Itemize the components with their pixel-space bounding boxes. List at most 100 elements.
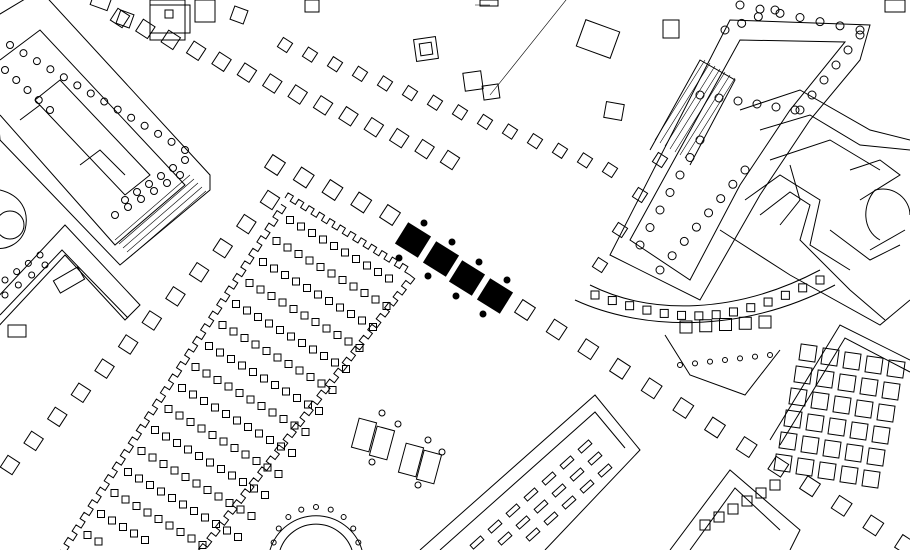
twin-monuments xyxy=(350,409,446,489)
column xyxy=(835,21,845,31)
column xyxy=(704,208,714,218)
exedra-niche xyxy=(780,290,790,300)
column xyxy=(145,180,153,188)
city-block xyxy=(793,365,813,385)
column-square xyxy=(117,334,139,355)
column xyxy=(14,281,22,289)
column-square xyxy=(351,65,369,83)
column xyxy=(24,259,32,267)
forum-pillar xyxy=(316,263,325,271)
market-stall xyxy=(569,467,585,482)
forum-pillar xyxy=(124,468,132,476)
column-square xyxy=(94,358,115,380)
column xyxy=(831,60,841,70)
exedra-niche xyxy=(763,297,773,307)
column-square xyxy=(893,533,910,550)
forum-pillar xyxy=(198,541,207,549)
forum-pillar xyxy=(344,337,353,346)
market-stall xyxy=(497,531,513,546)
column xyxy=(100,97,109,106)
city-block xyxy=(842,351,862,371)
column-square xyxy=(551,142,569,160)
exedra-niche xyxy=(642,305,652,315)
shrine-north xyxy=(149,0,680,122)
column-square xyxy=(513,298,537,322)
hatched-steps-northwest xyxy=(114,174,207,257)
forum-pillar xyxy=(94,537,103,546)
forum-pillar xyxy=(148,453,157,462)
forum-pillar xyxy=(293,394,301,402)
forum-pillar xyxy=(290,421,299,430)
forum-pillar xyxy=(184,445,192,454)
column xyxy=(737,18,747,28)
forum-pillar xyxy=(216,348,224,357)
forum-pillar xyxy=(154,515,163,523)
column-square xyxy=(292,166,315,189)
column xyxy=(32,57,41,66)
forum-pillar xyxy=(301,428,310,436)
column-square xyxy=(276,36,294,54)
column xyxy=(667,251,677,261)
column-square xyxy=(631,186,649,204)
column xyxy=(41,261,49,269)
forum-pillar xyxy=(228,471,236,480)
column xyxy=(34,96,43,104)
column-square xyxy=(758,315,772,329)
forum-pillar xyxy=(262,347,271,355)
forum-pillar xyxy=(197,424,206,433)
forum-pillar xyxy=(132,502,141,510)
forum-pillar xyxy=(234,533,242,541)
forum-pillar xyxy=(175,411,184,420)
column-square xyxy=(363,116,385,138)
forum-pillar xyxy=(243,306,251,315)
column xyxy=(752,353,758,360)
forum-pillar xyxy=(283,243,292,252)
forum-pillar xyxy=(270,264,278,273)
forum-pillar xyxy=(266,436,274,444)
city-block xyxy=(837,373,857,393)
city-block xyxy=(859,377,879,397)
market-stall xyxy=(587,451,603,466)
column xyxy=(86,89,95,98)
forum-pillar xyxy=(187,534,196,543)
forum-pillar xyxy=(319,235,327,244)
column xyxy=(740,165,750,175)
forum-pillar xyxy=(305,256,314,265)
market-stall xyxy=(559,455,575,470)
market-stall xyxy=(515,515,531,530)
column xyxy=(150,187,158,195)
column xyxy=(655,265,665,275)
column xyxy=(169,164,177,172)
column-square xyxy=(135,18,156,40)
forum-pillar xyxy=(168,494,176,502)
city-block xyxy=(844,443,864,463)
forum-pillar xyxy=(272,237,281,245)
market-stall xyxy=(755,487,767,499)
exedra-niche xyxy=(677,310,687,320)
column-square xyxy=(388,127,410,149)
column xyxy=(163,179,171,187)
market-stall xyxy=(699,519,711,531)
column-square xyxy=(545,318,568,341)
forum-pillar xyxy=(297,222,305,231)
forum-pillar xyxy=(260,374,268,383)
column xyxy=(733,96,743,106)
column xyxy=(46,65,55,74)
forum-pillar xyxy=(83,531,92,539)
forum-pillar xyxy=(271,381,279,389)
building-west xyxy=(0,224,141,338)
forum-pillar xyxy=(300,311,309,320)
column xyxy=(770,5,780,15)
forum-pillar xyxy=(259,258,267,266)
forum-pillar xyxy=(311,318,320,326)
column-square xyxy=(577,338,600,361)
forum-pillar xyxy=(298,339,306,347)
market-stall xyxy=(551,483,567,498)
forum-pillar xyxy=(246,395,255,404)
forum-pillar xyxy=(213,376,222,384)
forum-pillar xyxy=(201,513,209,522)
column-square xyxy=(287,84,309,105)
forum-pillar xyxy=(349,282,358,291)
market-stall xyxy=(597,463,613,478)
